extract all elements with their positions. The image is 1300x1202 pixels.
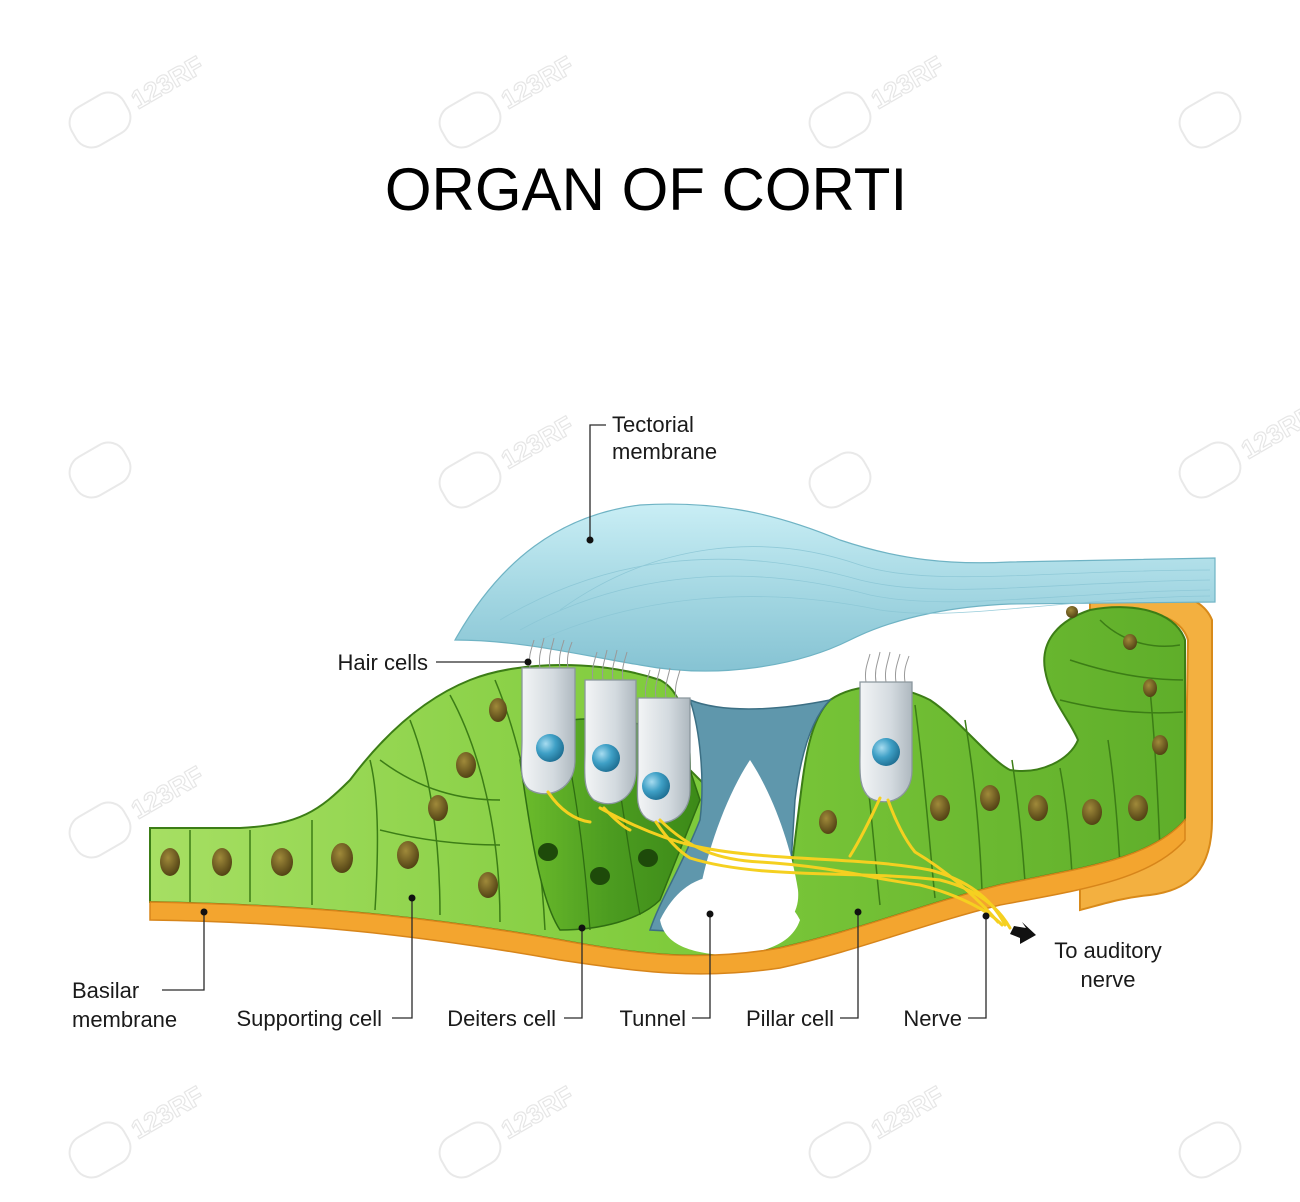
label-nerve: Nerve xyxy=(903,913,989,1032)
watermark-text: 123RF xyxy=(1236,400,1300,465)
svg-text:membrane: membrane xyxy=(72,1007,177,1032)
watermark-text: 123RF xyxy=(496,1080,579,1145)
svg-text:Supporting cell: Supporting cell xyxy=(236,1006,382,1031)
watermark-text: 123RF xyxy=(866,1080,949,1145)
watermark-text: 123RF xyxy=(126,760,209,825)
svg-text:To auditory: To auditory xyxy=(1054,938,1162,963)
watermark-text: 123RF xyxy=(126,1080,209,1145)
svg-text:Deiters cell: Deiters cell xyxy=(447,1006,556,1031)
svg-text:Basilar: Basilar xyxy=(72,978,139,1003)
svg-text:nerve: nerve xyxy=(1080,967,1135,992)
diagram-title: ORGAN OF CORTI xyxy=(385,156,907,223)
watermark-text: 123RF xyxy=(866,50,949,115)
svg-text:membrane: membrane xyxy=(612,439,717,464)
label-basilar-membrane: Basilar membrane xyxy=(72,909,208,1033)
svg-text:Tectorial: Tectorial xyxy=(612,412,694,437)
auditory-arrow-icon xyxy=(1010,922,1036,944)
svg-text:Pillar cell: Pillar cell xyxy=(746,1006,834,1031)
hair-cell xyxy=(860,652,912,802)
watermark-text: 123RF xyxy=(496,50,579,115)
svg-text:Nerve: Nerve xyxy=(903,1006,962,1031)
watermark-text: 123RF xyxy=(126,50,209,115)
watermark-text: 123RF xyxy=(496,410,579,475)
label-to-auditory-nerve: To auditory nerve xyxy=(1054,938,1162,992)
svg-text:Tunnel: Tunnel xyxy=(620,1006,686,1031)
svg-text:Hair cells: Hair cells xyxy=(338,650,428,675)
